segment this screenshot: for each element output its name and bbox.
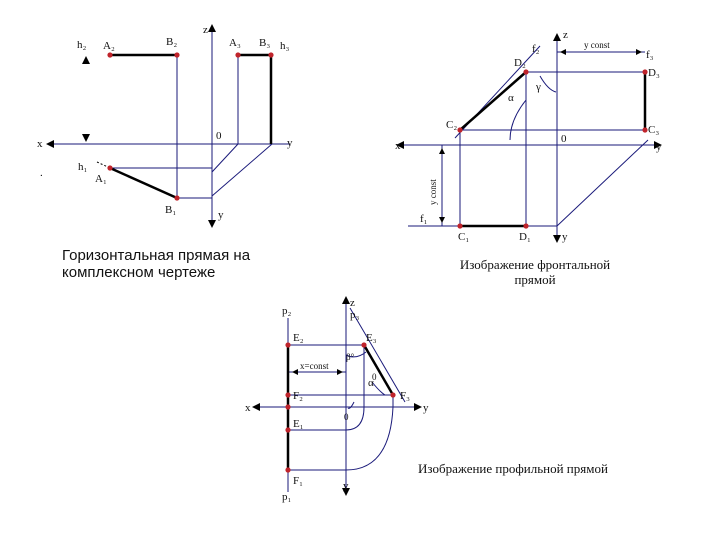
z-arrow — [553, 33, 561, 41]
label-C3: C₃ — [648, 124, 659, 136]
label-B2: B₂ — [166, 36, 177, 48]
label-D2: D₂ — [514, 57, 526, 69]
label-beta: β° — [346, 352, 355, 362]
label-z: z — [203, 24, 208, 36]
label-E2: E₂ — [293, 332, 304, 344]
label-A2: A₂ — [103, 40, 115, 52]
label-f1: f₁ — [420, 213, 428, 225]
label-D3: D₃ — [648, 67, 660, 79]
label-yconst-top: y const — [584, 40, 610, 50]
label-alpha: α — [368, 377, 374, 389]
label-F1: F₁ — [293, 475, 303, 487]
y-arrow — [414, 403, 422, 411]
label-y-bottom: y — [343, 480, 349, 492]
label-dot: . — [40, 167, 43, 179]
z-arrow — [342, 296, 350, 304]
x-arrow — [396, 141, 404, 149]
frontal-line-drawing — [398, 38, 660, 240]
segment-C2D2 — [459, 71, 527, 131]
label-C2: C₂ — [446, 119, 457, 131]
label-A1: A₁ — [95, 173, 107, 185]
label-zero-small: 0 — [372, 372, 377, 382]
label-y-bottom: y — [218, 209, 224, 221]
constant-line — [211, 143, 273, 197]
h2-up-arrow — [82, 56, 90, 64]
label-y: y — [656, 141, 662, 153]
label-gamma: γ — [535, 81, 541, 93]
label-f2: f₂ — [532, 43, 540, 55]
label-f3: f₃ — [646, 49, 654, 61]
caption-profile-line: Изображение профильной прямой — [418, 461, 608, 476]
label-p2: p₂ — [282, 305, 292, 317]
y-arrow — [208, 220, 216, 228]
y-down-arrow — [553, 235, 561, 243]
label-h3: h₃ — [280, 40, 290, 52]
label-y-bottom: y — [562, 231, 568, 243]
label-D1: D₁ — [519, 231, 531, 243]
label-x: x — [245, 402, 251, 414]
label-y: y — [287, 137, 293, 149]
label-C1: C₁ — [458, 231, 469, 243]
label-E3: E₃ — [366, 332, 377, 344]
label-x: x — [395, 140, 401, 152]
label-F3: F₃ — [400, 390, 410, 402]
label-A3: A₃ — [229, 37, 241, 49]
segment-A1B1 — [109, 166, 178, 200]
h1-down-arrow — [82, 134, 90, 142]
label-zero: 0 — [344, 412, 349, 422]
label-alpha: α — [508, 92, 514, 104]
label-zero: 0 — [216, 130, 222, 142]
label-xconst: x=const — [300, 361, 329, 371]
label-F2: F₂ — [293, 390, 303, 402]
label-h1: h₁ — [78, 161, 88, 173]
label-B1: B₁ — [165, 204, 176, 216]
label-z: z — [563, 29, 568, 41]
label-zero: 0 — [561, 133, 567, 145]
constant-line — [556, 139, 649, 227]
label-z: z — [350, 297, 355, 309]
caption-frontal-line: Изображение фронтальной прямой — [459, 257, 611, 287]
x-arrow — [252, 403, 260, 411]
label-y: y — [423, 402, 429, 414]
label-p3: p₃ — [350, 309, 360, 321]
x-arrow — [46, 140, 54, 148]
segment-E3F3 — [362, 344, 395, 396]
points-fig2 — [457, 69, 648, 229]
label-E1: E₁ — [293, 418, 304, 430]
points-fig1 — [107, 52, 274, 201]
y-arrow — [654, 141, 662, 149]
label-h2: h₂ — [77, 39, 87, 51]
profile-line-drawing — [254, 300, 420, 492]
caption-horizontal-line: Горизонтальная прямая на комплексном чер… — [62, 247, 251, 282]
label-p1: p₁ — [282, 491, 292, 503]
label-yconst-side: y const — [428, 179, 438, 205]
y-down-arrow — [342, 488, 350, 496]
label-B3: B₃ — [259, 37, 270, 49]
z-arrow — [208, 24, 216, 32]
points-fig3 — [285, 342, 396, 473]
label-x: x — [37, 138, 43, 150]
